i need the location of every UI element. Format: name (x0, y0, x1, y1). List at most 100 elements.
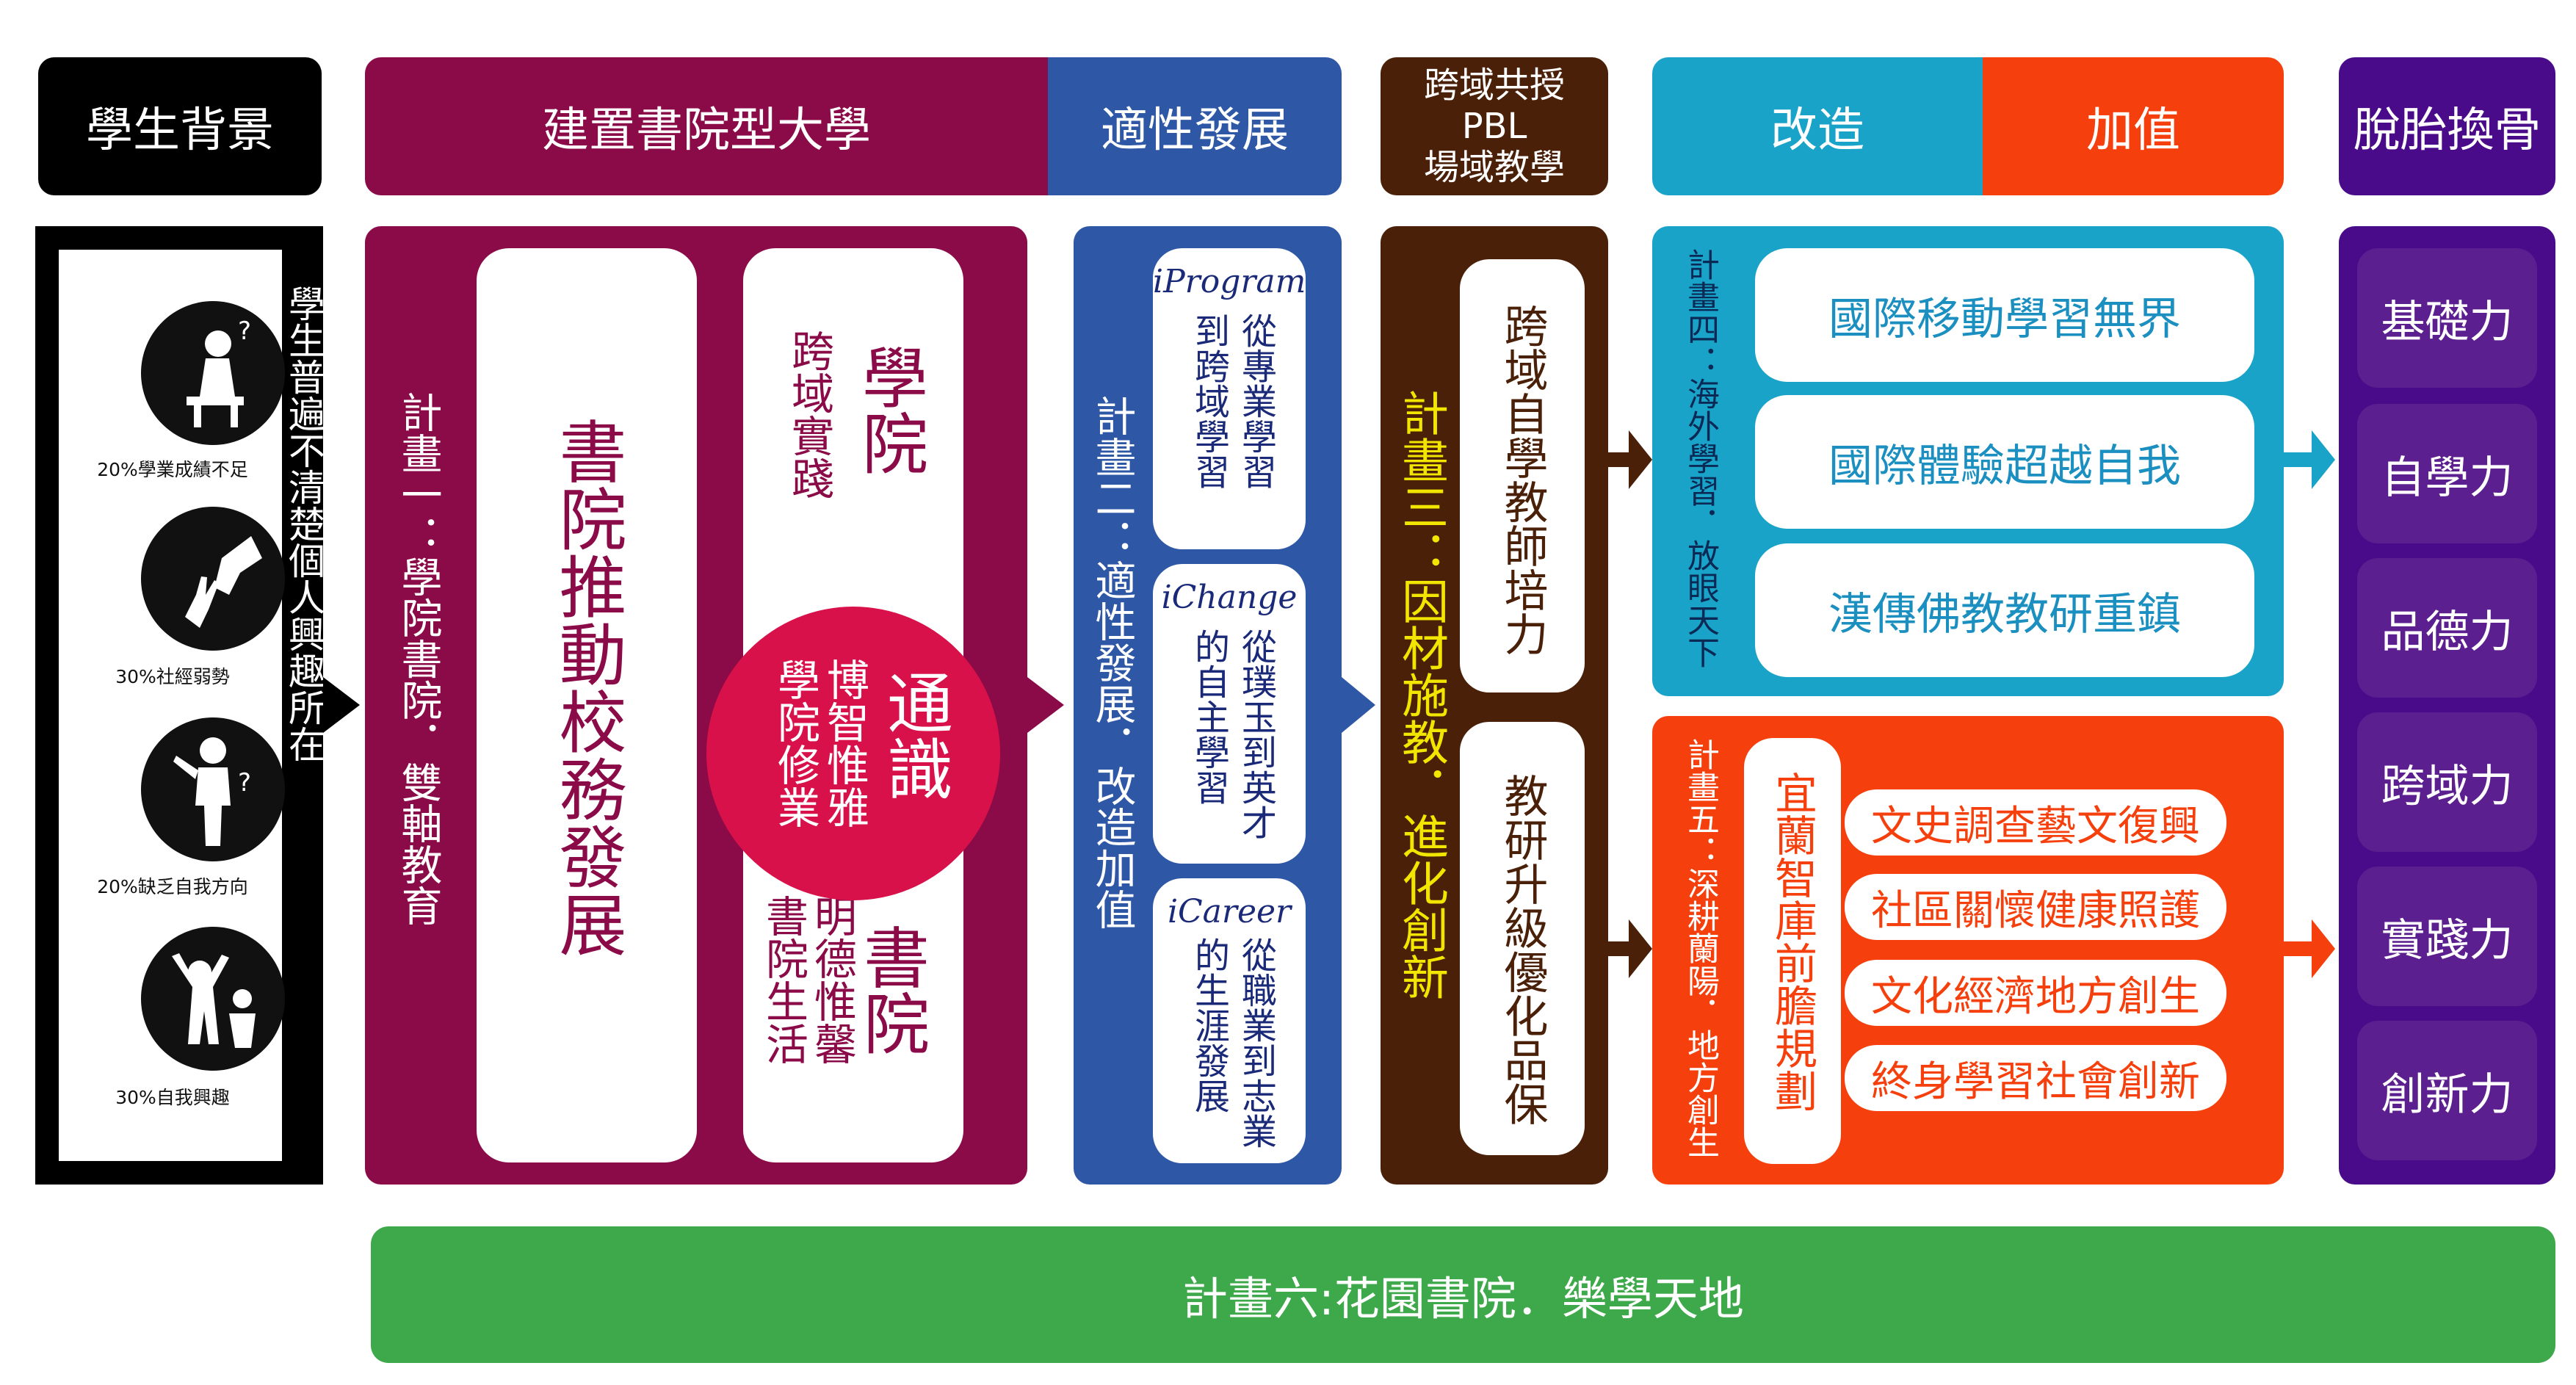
program-line: 到跨域學習 (1188, 313, 1229, 489)
program-line: 的生涯發展 (1188, 937, 1229, 1113)
plan5-item: 文化經濟地方創生 (1871, 972, 2200, 1021)
plan4-item: 漢傳佛教教研重鎮 (1828, 588, 2181, 640)
ability-card: 品德力 (2357, 558, 2537, 698)
arrow-icon (1608, 430, 1652, 489)
struggling-student-icon: ? (141, 301, 285, 445)
plan4-item-card: 國際移動學習無界 (1755, 248, 2254, 382)
plan5-item: 文史調查藝文復興 (1871, 802, 2200, 850)
background-panel: ? 20%學業成績不足 30%社經弱勢 ? 20%缺乏自我方向 (35, 226, 325, 1185)
header-line: PBL (1461, 106, 1527, 147)
ability-label: 實踐力 (2381, 914, 2514, 966)
svg-text:?: ? (238, 768, 251, 798)
academy-big-label: 書院 (852, 924, 929, 1056)
plan5-title: 計畫五：深耕蘭陽．地方創生 (1682, 738, 1719, 1158)
academy-small-label: 明德惟馨 (807, 894, 857, 1065)
program-name: iCareer (1167, 893, 1292, 930)
header-label: 學生背景 (86, 104, 274, 158)
academy-small-label: 書院生活 (759, 894, 808, 1065)
plan1-main-card: 書院推動校務發展 (477, 248, 697, 1162)
header-line: 場域教學 (1423, 147, 1565, 188)
arrow-icon (1608, 919, 1652, 978)
plan3-title: 計畫三：因材施教．進化創新 (1394, 389, 1448, 1000)
general-small-label: 博智惟雅 (820, 658, 869, 828)
ability-card: 實踐力 (2357, 867, 2537, 1006)
arrow-icon (323, 677, 360, 733)
arrow-icon (1027, 677, 1064, 733)
program-name: iChange (1161, 579, 1298, 616)
program-line: 從璞玉到英才 (1235, 629, 1276, 840)
header-college-aptitude: 建置書院型大學 適性發展 (365, 57, 1342, 195)
program-line: 從專業學習 (1235, 313, 1276, 489)
header-reform: 改造 (1652, 57, 1983, 195)
header-pbl: 跨域共授 PBL 場域教學 (1381, 57, 1608, 195)
general-education-circle: 通識 博智惟雅 學院修業 (706, 607, 1000, 900)
header-line: 跨域共授 (1423, 65, 1565, 106)
program-line: 從職業到志業 (1235, 937, 1276, 1149)
plan5-item-card: 文化經濟地方創生 (1845, 960, 2226, 1026)
header-label: 建置書院型大學 (542, 104, 871, 158)
ability-card: 跨域力 (2357, 712, 2537, 852)
plan5-panel: 計畫五：深耕蘭陽．地方創生 宜蘭智庫前膽規劃 文史調查藝文復興 社區關懷健康照護… (1652, 716, 2284, 1185)
plan5-item: 社區關懷健康照護 (1871, 886, 2200, 935)
program-line: 的自主學習 (1188, 629, 1229, 805)
plan2-panel: 計畫二：適性發展．改造加值 iProgram 從專業學習 到跨域學習 iChan… (1074, 226, 1342, 1185)
ability-label: 基礎力 (2381, 296, 2514, 348)
joyful-people-icon (141, 927, 285, 1071)
ability-label: 品德力 (2381, 606, 2514, 658)
plan5-sub: 宜蘭智庫前膽規劃 (1768, 771, 1817, 1112)
header-label: 加值 (2086, 104, 2180, 158)
plan5-item: 終身學習社會創新 (1871, 1057, 2200, 1106)
program-name: iProgram (1153, 263, 1306, 300)
plan4-panel: 計畫四：海外學習．放眼天下 國際移動學習無界 國際體驗超越自我 漢傳佛教教研重鎮 (1652, 226, 2284, 696)
helping-hands-icon (141, 507, 285, 651)
header-value-add: 加值 (1983, 57, 2284, 195)
ability-label: 跨域力 (2381, 760, 2514, 812)
program-card-ichange: iChange 從璞玉到英才 的自主學習 (1153, 564, 1306, 864)
stat-caption: 30%自我興趣 (115, 1087, 230, 1108)
ability-label: 創新力 (2381, 1068, 2514, 1121)
svg-text:?: ? (238, 317, 251, 346)
plan5-sub-card: 宜蘭智庫前膽規劃 (1744, 738, 1841, 1164)
general-small-label: 學院修業 (770, 658, 820, 828)
header-transform: 脫胎換骨 (2339, 57, 2555, 195)
header-student-background: 學生背景 (38, 57, 322, 195)
stat-caption: 20%缺乏自我方向 (97, 876, 248, 897)
header-college: 建置書院型大學 (365, 57, 1048, 195)
ability-card: 自學力 (2357, 404, 2537, 543)
plan2-title: 計畫二：適性發展．改造加值 (1088, 395, 1136, 930)
program-card-iprogram: iProgram 從專業學習 到跨域學習 (1153, 248, 1306, 549)
header-aptitude: 適性發展 (1048, 57, 1342, 195)
plan6-label: 計畫六:花園書院．樂學天地 (1182, 1272, 1744, 1326)
confused-person-icon: ? (141, 717, 285, 861)
header-label: 適性發展 (1101, 104, 1289, 158)
plan3-item: 跨域自學教師培力 (1497, 303, 1548, 656)
header-reform-value: 改造 加值 (1652, 57, 2284, 195)
plan5-item-card: 社區關懷健康照護 (1845, 874, 2226, 940)
plan1-title: 計畫一：學院書院．雙軸教育 (394, 391, 442, 926)
plan4-title: 計畫四：海外學習．放眼天下 (1682, 248, 1719, 668)
plan1-main-text: 書院推動校務發展 (548, 417, 626, 958)
ability-card: 創新力 (2357, 1021, 2537, 1160)
college-big-label: 學院 (850, 344, 927, 476)
plan5-item-card: 終身學習社會創新 (1845, 1045, 2226, 1111)
plan6-bar: 計畫六:花園書院．樂學天地 (371, 1226, 2555, 1363)
arrow-icon (2284, 919, 2335, 978)
plan4-item: 國際移動學習無界 (1828, 293, 2181, 345)
plan4-item-card: 漢傳佛教教研重鎮 (1755, 543, 2254, 677)
general-big-label: 通識 (875, 669, 952, 801)
college-small-label: 跨域實踐 (784, 329, 834, 499)
abilities-panel: 基礎力 自學力 品德力 跨域力 實踐力 創新力 (2339, 226, 2555, 1185)
plan4-item-card: 國際體驗超越自我 (1755, 395, 2254, 529)
plan3-item-card: 教研升級優化品保 (1460, 722, 1585, 1155)
header-label: 脫胎換骨 (2353, 104, 2541, 158)
header-label: 改造 (1770, 104, 1864, 158)
plan3-item-card: 跨域自學教師培力 (1460, 259, 1585, 692)
stat-caption: 20%學業成績不足 (97, 459, 248, 480)
plan5-item-card: 文史調查藝文復興 (1845, 789, 2226, 856)
ability-card: 基礎力 (2357, 248, 2537, 388)
background-summary: 學生普遍不清楚個人興趣所在 (283, 285, 325, 762)
program-card-icareer: iCareer 從職業到志業 的生涯發展 (1153, 878, 1306, 1163)
plan3-panel: 計畫三：因材施教．進化創新 跨域自學教師培力 教研升級優化品保 (1381, 226, 1608, 1185)
plan1-panel: 計畫一：學院書院．雙軸教育 書院推動校務發展 學院 跨域實踐 書院 明德惟馨 書… (365, 226, 1027, 1185)
stat-caption: 30%社經弱勢 (115, 666, 230, 687)
